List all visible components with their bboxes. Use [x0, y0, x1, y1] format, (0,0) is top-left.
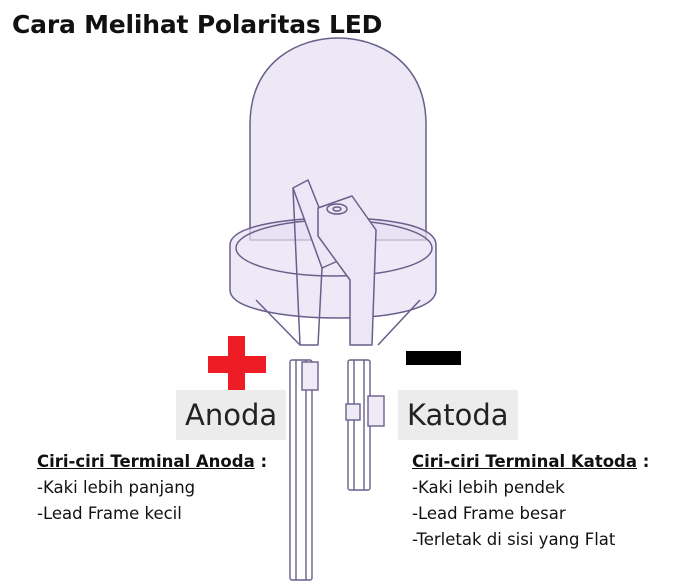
- list-item: -Lead Frame kecil: [37, 504, 182, 523]
- anoda-label: Anoda: [176, 390, 287, 440]
- list-item: -Terletak di sisi yang Flat: [412, 530, 616, 549]
- list-item: -Lead Frame besar: [412, 504, 566, 523]
- page-title: Cara Melihat Polaritas LED: [12, 10, 383, 39]
- list-item: -Kaki lebih panjang: [37, 478, 196, 497]
- anoda-characteristics: Ciri-ciri Terminal Anoda : -Kaki lebih p…: [37, 449, 267, 527]
- cathode-anvil: [317, 195, 377, 346]
- minus-sign-icon: [406, 351, 461, 365]
- led-flange: [229, 217, 437, 319]
- katoda-label: Katoda: [398, 390, 518, 440]
- plus-sign-icon: [208, 336, 266, 394]
- katoda-heading: Ciri-ciri Terminal Katoda: [412, 452, 637, 471]
- anode-lead: [289, 359, 313, 581]
- katoda-characteristics: Ciri-ciri Terminal Katoda : -Kaki lebih …: [412, 449, 649, 553]
- anoda-heading: Ciri-ciri Terminal Anoda: [37, 452, 255, 471]
- list-item: -Kaki lebih pendek: [412, 478, 565, 497]
- cathode-lead: [347, 359, 371, 491]
